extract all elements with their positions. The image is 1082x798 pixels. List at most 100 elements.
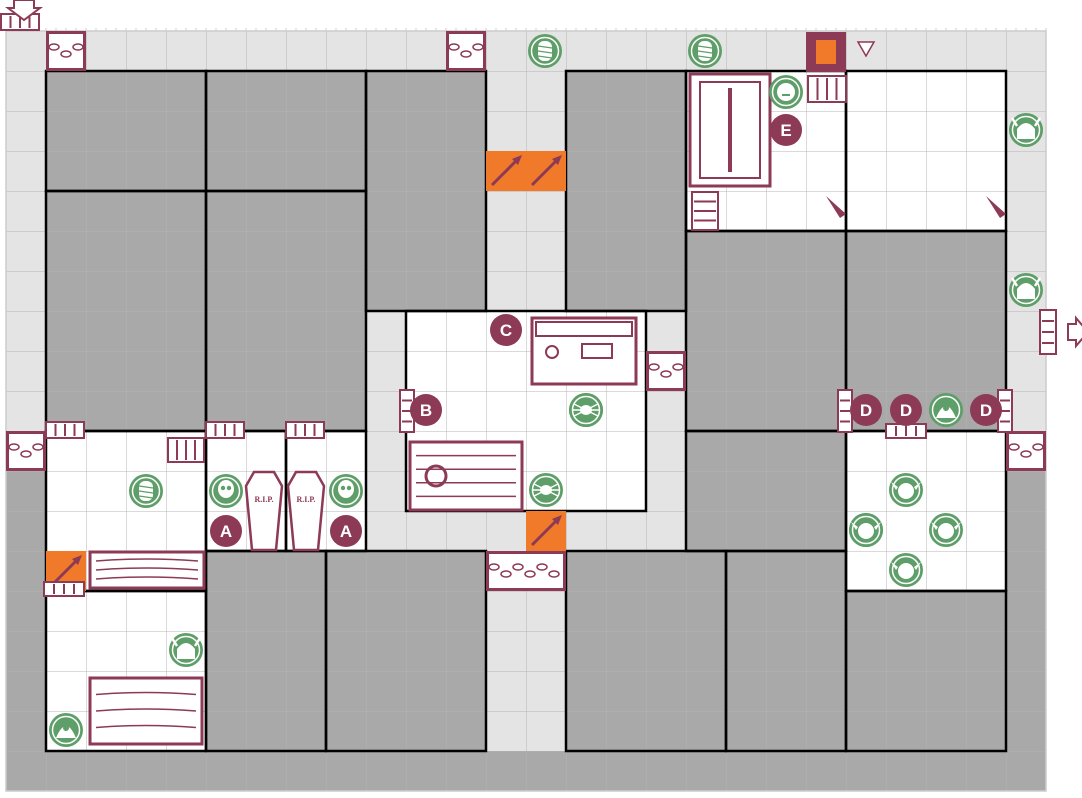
coffin-icon: R.I.P. (244, 470, 284, 552)
room-letter-marker: E (770, 114, 802, 146)
bench-frame (530, 316, 638, 386)
tomb-lid (699, 81, 761, 179)
chaos-warrior-icon (1009, 113, 1043, 147)
coffin-outline (244, 470, 284, 552)
door-icon (167, 437, 205, 463)
helmet-horns (1010, 117, 1042, 127)
marker-label: E (780, 121, 791, 140)
marker-label: C (500, 321, 512, 340)
goblin-face (898, 483, 914, 499)
goblin-face (938, 523, 954, 539)
table-icon-grain (95, 567, 199, 571)
rack-frame (408, 440, 524, 512)
tomb-icon (688, 72, 772, 188)
spear-shaft (530, 159, 558, 187)
goblin-icon (849, 513, 883, 547)
rubble-stone (672, 363, 684, 371)
skull (218, 480, 234, 498)
goblin-icon (929, 513, 963, 547)
marker-label: D (900, 401, 912, 420)
door-icon (691, 191, 719, 231)
torture-rack-icon (408, 440, 524, 512)
rubble-stone (460, 50, 472, 58)
rubble-stone (660, 370, 672, 378)
monster-ring (891, 475, 921, 505)
marker-disc (850, 394, 882, 426)
marker-disc (970, 394, 1002, 426)
mummy-wrap (537, 50, 553, 54)
spider-icon (529, 473, 563, 507)
throne-seat (816, 40, 836, 64)
helmet (1017, 123, 1035, 139)
monster-ring (690, 36, 720, 66)
mummy-wrap (697, 50, 713, 54)
bench-book (581, 343, 613, 359)
rubble-block-icon (486, 551, 566, 591)
monster-ring (51, 715, 81, 745)
monster-ring (1011, 275, 1041, 305)
door-icon (997, 389, 1013, 433)
fimir-head (936, 406, 956, 418)
chaos-warrior-icon (1009, 273, 1043, 307)
goblin-face (898, 563, 914, 579)
door-icon (885, 423, 927, 439)
spider-icon (569, 393, 603, 427)
coffin-label: R.I.P. (296, 495, 315, 504)
mummy-wrap (138, 495, 154, 499)
marker-label: A (220, 522, 232, 541)
monster-ring (891, 555, 921, 585)
rubble-stone (20, 450, 32, 458)
marker-disc (410, 394, 442, 426)
zombie-face (777, 83, 795, 101)
rubble-stone (488, 563, 500, 571)
doors-layer (0, 13, 1057, 597)
monster-ring (531, 475, 561, 505)
spear-trap-icon (526, 151, 566, 191)
monster-ring (530, 36, 560, 66)
coffin-label: R.I.P. (254, 495, 273, 504)
spear-head (552, 515, 562, 525)
table-icon-frame (88, 550, 206, 590)
monster-ring (211, 476, 241, 506)
room-wall (324, 549, 488, 753)
wall-lever-icon (986, 196, 1006, 218)
marker-label: A (340, 522, 352, 541)
rubble-stone (536, 563, 548, 571)
rubble-stone (8, 443, 20, 451)
door-icon (285, 421, 325, 439)
spear-shaft (490, 159, 518, 187)
spear-trap-icon (486, 151, 526, 191)
rubble-block-icon (646, 351, 686, 391)
coffin-outline (286, 470, 326, 552)
mummy-wrap (537, 45, 553, 49)
monsters-layer (49, 34, 1043, 747)
table-icon-grain (95, 576, 199, 580)
skull-eye (220, 485, 226, 491)
throne-icon (806, 32, 846, 72)
fimir-eye (943, 405, 949, 411)
marker-label: B (420, 401, 432, 420)
furniture-layer: R.I.P. R.I.P. (88, 32, 1006, 746)
goblin-face (858, 523, 874, 539)
skull-eye (340, 485, 346, 491)
chaos-warrior-icon (169, 633, 203, 667)
skull (338, 480, 354, 498)
marker-disc (330, 515, 362, 547)
room-letter-marker: D (850, 394, 882, 426)
triangle-marker-icon (856, 41, 876, 58)
helmet-horns (1010, 277, 1042, 287)
mummy-icon (688, 34, 722, 68)
mummy-wrap (537, 55, 553, 59)
skull-eye (226, 485, 232, 491)
door-icon (205, 421, 245, 439)
goblin-icon (889, 553, 923, 587)
spear-trap-icon (526, 511, 566, 551)
mummy-wrap (138, 485, 154, 489)
rubble-stone (448, 43, 460, 51)
alchemist-bench-icon (530, 316, 638, 386)
rubble-block-icon (46, 31, 86, 71)
monster-ring (131, 476, 161, 506)
monster-ring (931, 515, 961, 545)
cupboard-icon-frame (88, 676, 204, 746)
